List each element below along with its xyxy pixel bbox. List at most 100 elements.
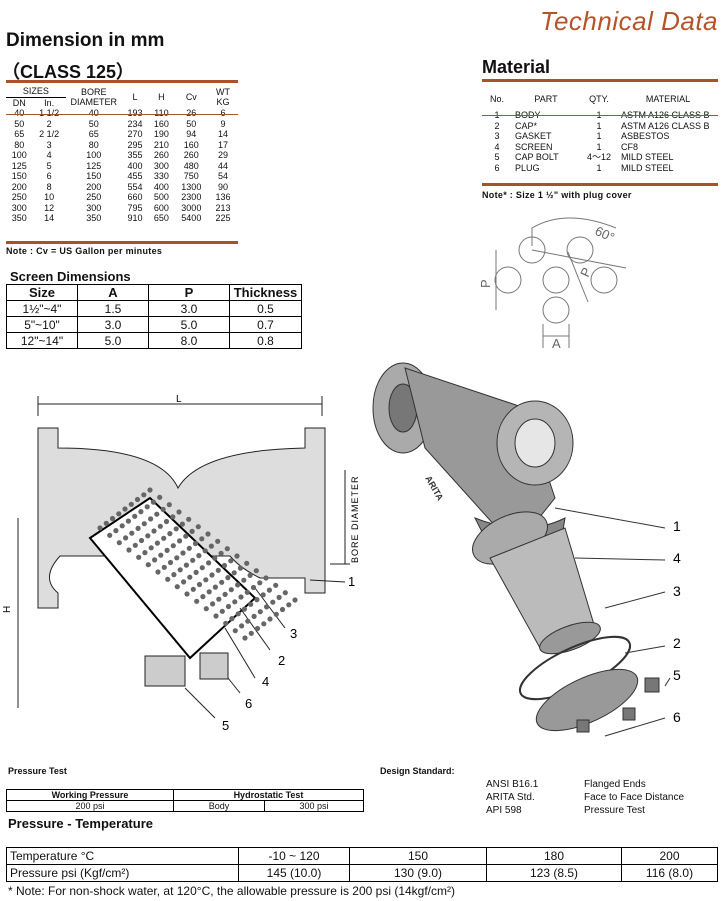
col-in: In. — [44, 97, 55, 108]
part-4-label: 4 — [262, 674, 269, 689]
design-standard-title: Design Standard: — [380, 766, 455, 776]
material-header-rule — [482, 115, 718, 116]
screen-perforation — [228, 587, 234, 593]
dimension-cell: 10 — [44, 192, 55, 202]
dimension-cell: 3000 — [181, 202, 202, 213]
material-cell: 3 — [494, 131, 500, 141]
material-cell: MILD STEEL — [621, 152, 674, 162]
temp-1: -10 ~ 120 — [238, 847, 350, 865]
screen-perforation — [196, 553, 202, 559]
screen-perforation — [132, 513, 138, 519]
screen-perforation — [167, 531, 173, 537]
material-cell: 1 — [596, 131, 602, 141]
screen-col-p: P — [148, 284, 230, 301]
material-cell: 2 — [494, 120, 500, 131]
screen-perforation — [248, 630, 254, 636]
material-cell: ASTM A126 CLASS B — [621, 120, 710, 131]
screen-perforation — [134, 496, 141, 503]
screen-perforation — [286, 602, 292, 608]
screen-perforation — [186, 545, 192, 551]
part-5-label: 5 — [222, 718, 229, 733]
screen-cell: 5.0 — [77, 332, 149, 349]
brand-mark: ARITA — [423, 474, 445, 503]
screen-perforation — [174, 584, 180, 590]
screen-perforation — [196, 581, 203, 588]
material-cell: 4～12 — [586, 152, 612, 162]
exploded-view-drawing: ARITA 1 4 3 2 5 6 — [372, 362, 681, 737]
screen-perforation — [241, 577, 247, 583]
dimension-cell: 2 — [46, 118, 52, 129]
screen-perforation — [163, 518, 170, 525]
dimension-cell: 650 — [153, 213, 169, 223]
screen-perforation — [270, 599, 276, 605]
ds-desc-3: Pressure Test — [584, 805, 645, 816]
a-label: A — [552, 336, 561, 351]
dimension-cell: 160 — [153, 118, 169, 129]
screen-perforation — [266, 587, 272, 593]
material-cell: 1 — [596, 162, 602, 173]
screen-perforation — [152, 557, 158, 563]
dimension-cell: 225 — [215, 213, 231, 223]
screen-perforation — [215, 538, 221, 544]
design-standard-descs: Flanged Ends Face to Face Distance Press… — [584, 778, 684, 817]
screen-perforation — [166, 502, 172, 508]
screen-perforation — [247, 572, 253, 578]
screen-perforation — [199, 536, 205, 542]
ds-code-3: API 598 — [486, 805, 522, 816]
dimension-cell: 80 — [88, 139, 99, 150]
screen-perforation — [219, 579, 225, 585]
screen-perforation — [154, 540, 160, 546]
screen-perforation — [257, 580, 263, 586]
screen-perforation — [148, 516, 154, 522]
part-3-label: 3 — [290, 626, 297, 641]
pressure-temperature-title: Pressure - Temperature — [8, 816, 153, 831]
part-1-label: 1 — [348, 574, 355, 589]
dimension-cell: 2 1/2 — [39, 129, 60, 139]
screen-perforation — [145, 533, 151, 539]
hydrostatic-header: Hydrostatic Test — [173, 789, 364, 801]
ds-desc-1: Flanged Ends — [584, 779, 646, 790]
screen-cell: 0.5 — [229, 300, 302, 317]
screen-col-a: A — [77, 284, 149, 301]
col-part: PART — [534, 93, 558, 104]
dimension-cell: 40 — [88, 108, 99, 118]
material-note: Note* : Size 1 ½" with plug cover — [482, 190, 632, 200]
dimension-cell: 125 — [11, 160, 27, 171]
screen-cell: 5"~10" — [6, 316, 78, 333]
material-cell: CF8 — [621, 141, 639, 152]
page-title: Technical Data — [539, 6, 718, 36]
screen-perforation — [158, 552, 164, 558]
screen-perforation — [206, 560, 212, 566]
screen-perforation — [202, 548, 208, 554]
material-bottom-rule — [482, 183, 718, 186]
screen-perforation — [179, 521, 185, 527]
screen-perforation — [144, 504, 150, 510]
dimension-cell: 190 — [153, 129, 169, 139]
screen-perforation — [141, 492, 147, 498]
col-sizes: SIZES — [6, 86, 66, 98]
material-cell: GASKET — [515, 131, 552, 141]
exploded-label-2: 2 — [673, 635, 681, 651]
dimension-cell: 300 — [153, 160, 169, 171]
screen-perforation — [253, 568, 259, 574]
screen-cell: 5.0 — [148, 316, 230, 333]
screen-perforation — [125, 518, 131, 524]
screen-perforation — [109, 515, 116, 522]
pressure-1: 145 (10.0) — [238, 864, 350, 882]
screen-perforation — [186, 516, 192, 522]
bore-diameter-label: BORE DIAMETER — [350, 475, 360, 563]
screen-perforation — [141, 521, 147, 527]
pressure-row-label: Pressure psi (Kgf/cm²) — [6, 864, 239, 882]
exploded-label-3: 3 — [673, 583, 681, 599]
dimension-cell: 136 — [215, 192, 231, 202]
dimension-cell: 1 1/2 — [39, 108, 60, 118]
screen-perforation — [181, 579, 187, 585]
pressure-2: 130 (9.0) — [349, 864, 487, 882]
screen-cell: 12"~14" — [6, 332, 78, 349]
col-h: H — [158, 91, 165, 102]
